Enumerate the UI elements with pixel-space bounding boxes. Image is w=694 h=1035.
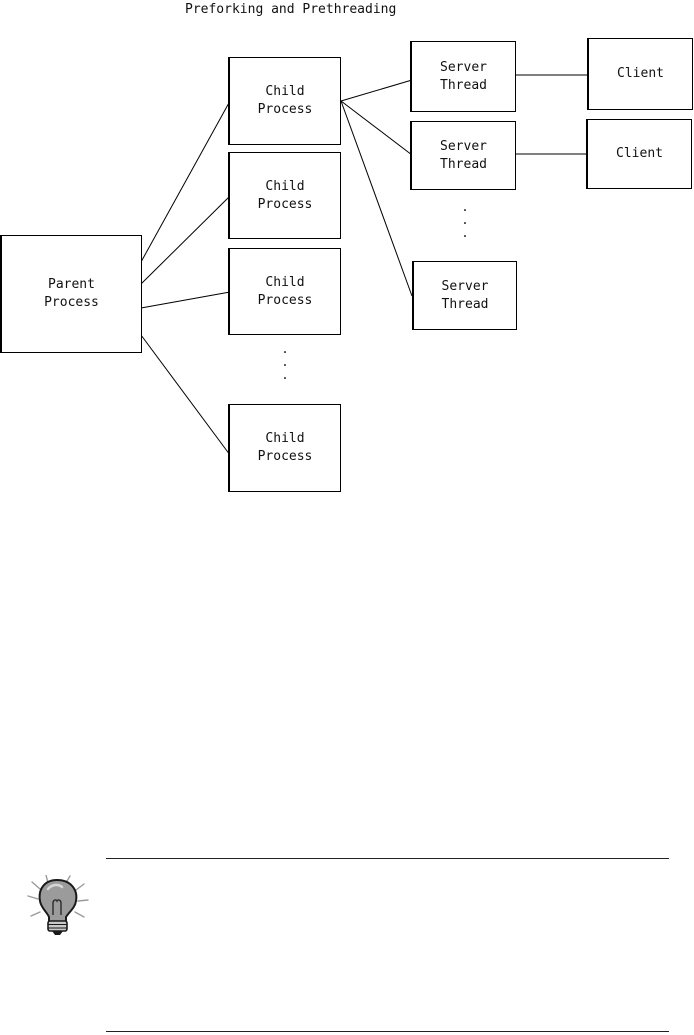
tip-bottom-rule (106, 1031, 669, 1032)
server-thread-box: Server Thread (410, 41, 516, 112)
client-box: Client (586, 119, 692, 189)
lightbulb-icon (26, 874, 96, 937)
edge-parent-child-1 (140, 100, 231, 263)
thread-ellipsis: . . . (461, 200, 469, 240)
child-process-box: Child Process (228, 248, 341, 335)
edge-parent-child-2 (140, 195, 231, 285)
child-process-box: Child Process (228, 152, 341, 239)
edge-parent-child-3 (140, 291, 231, 309)
edge-child-1-thread-2 (340, 100, 413, 156)
child-process-box: Child Process (228, 404, 341, 492)
server-thread-box: Server Thread (410, 121, 516, 190)
tip-top-rule (106, 858, 669, 859)
edge-parent-child-4 (140, 334, 231, 456)
client-box: Client (587, 38, 693, 110)
edge-child-1-thread-1 (340, 79, 413, 102)
child-process-box: Child Process (228, 57, 341, 145)
figure-title: Preforking and Prethreading (185, 2, 397, 17)
child-ellipsis: . . . (281, 342, 289, 382)
server-thread-box: Server Thread (412, 261, 517, 330)
edge-child-1-thread-3 (340, 100, 413, 297)
parent-process-box: Parent Process (0, 235, 142, 353)
